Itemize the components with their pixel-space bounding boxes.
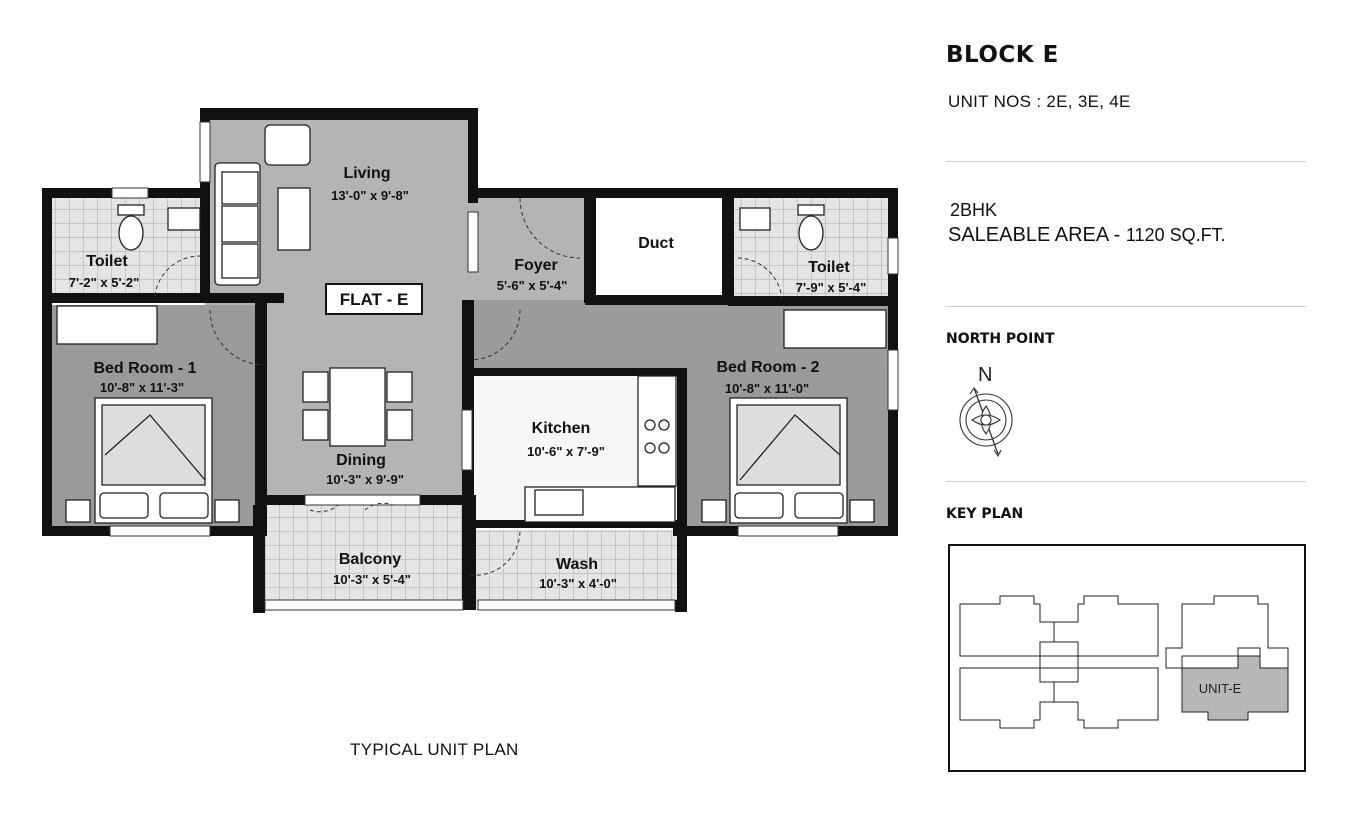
bed1-dims: 10'-8" x 11'-3" bbox=[100, 380, 184, 395]
area-label: SALEABLE AREA - bbox=[948, 224, 1126, 246]
wash-dims: 10'-3" x 4'-0" bbox=[539, 576, 617, 591]
wc-icon bbox=[117, 204, 825, 251]
furniture bbox=[56, 124, 887, 524]
kitchen-dims: 10'-6" x 7'-9" bbox=[527, 444, 605, 459]
bedside-icon bbox=[65, 499, 875, 523]
info-panel: BLOCK E UNIT NOS : 2E, 3E, 4E 2BHK SALEA… bbox=[946, 0, 1306, 814]
floor-plan: FLAT - E Living 13'-0" x 9'-8" Toilet 7'… bbox=[42, 108, 899, 613]
unit-e-highlight bbox=[1181, 655, 1289, 721]
bed2-name: Bed Room - 2 bbox=[716, 359, 819, 376]
coffee-table-icon bbox=[277, 187, 311, 251]
divider bbox=[946, 161, 1306, 162]
plan-caption: TYPICAL UNIT PLAN bbox=[350, 740, 519, 759]
toilet2-name: Toilet bbox=[808, 259, 850, 276]
bed2-dims: 10'-8" x 11'-0" bbox=[725, 381, 809, 396]
bed-2-icon bbox=[729, 397, 848, 524]
key-plan-heading: KEY PLAN bbox=[946, 506, 1024, 522]
dining-dims: 10'-3" x 9'-9" bbox=[326, 472, 404, 487]
dining-table-icon bbox=[302, 367, 413, 447]
key-unit-label: UNIT-E bbox=[1199, 681, 1242, 696]
wash-name: Wash bbox=[556, 556, 598, 573]
north-point-heading: NORTH POINT bbox=[946, 331, 1055, 347]
bed-1-icon bbox=[94, 397, 213, 524]
foyer-dims: 5'-6" x 5'-4" bbox=[497, 278, 568, 293]
flat-label: FLAT - E bbox=[340, 290, 409, 309]
kitchen-name: Kitchen bbox=[532, 420, 591, 437]
room-labels: Living 13'-0" x 9'-8" Toilet 7'-2" x 5'-… bbox=[69, 165, 867, 591]
flat-label-box: FLAT - E bbox=[325, 283, 423, 315]
divider bbox=[946, 306, 1306, 307]
toilet2-dims: 7'-9" x 5'-4" bbox=[796, 280, 867, 295]
block-title: BLOCK E bbox=[946, 42, 1059, 68]
divider bbox=[946, 481, 1306, 482]
area-value: 1120 SQ.FT. bbox=[1125, 225, 1226, 245]
toilet1-dims: 7'-2" x 5'-2" bbox=[69, 275, 140, 290]
armchair-icon bbox=[264, 124, 311, 166]
sofa-icon bbox=[214, 162, 261, 286]
balcony-name: Balcony bbox=[339, 551, 401, 568]
north-letter: N bbox=[978, 364, 992, 386]
openings bbox=[109, 121, 899, 611]
kitchen-counter-icon bbox=[524, 375, 677, 523]
living-dims: 13'-0" x 9'-8" bbox=[331, 188, 409, 203]
toilet1-name: Toilet bbox=[86, 253, 128, 270]
balcony-dims: 10'-3" x 5'-4" bbox=[333, 572, 411, 587]
key-plan: UNIT-E bbox=[948, 544, 1306, 772]
washbasin-icon bbox=[167, 207, 771, 231]
door-swings bbox=[154, 197, 783, 576]
living-name: Living bbox=[343, 165, 390, 182]
compass-icon: N bbox=[959, 364, 1013, 458]
foyer-name: Foyer bbox=[514, 257, 558, 274]
saleable-area: SALEABLE AREA - 1120 SQ.FT. bbox=[948, 224, 1226, 247]
bed1-name: Bed Room - 1 bbox=[93, 360, 196, 377]
duct-name: Duct bbox=[638, 235, 674, 252]
unit-type: 2BHK bbox=[950, 200, 998, 220]
wardrobe-icon bbox=[56, 305, 887, 349]
dining-name: Dining bbox=[336, 452, 386, 469]
unit-numbers: UNIT NOS : 2E, 3E, 4E bbox=[948, 92, 1131, 111]
